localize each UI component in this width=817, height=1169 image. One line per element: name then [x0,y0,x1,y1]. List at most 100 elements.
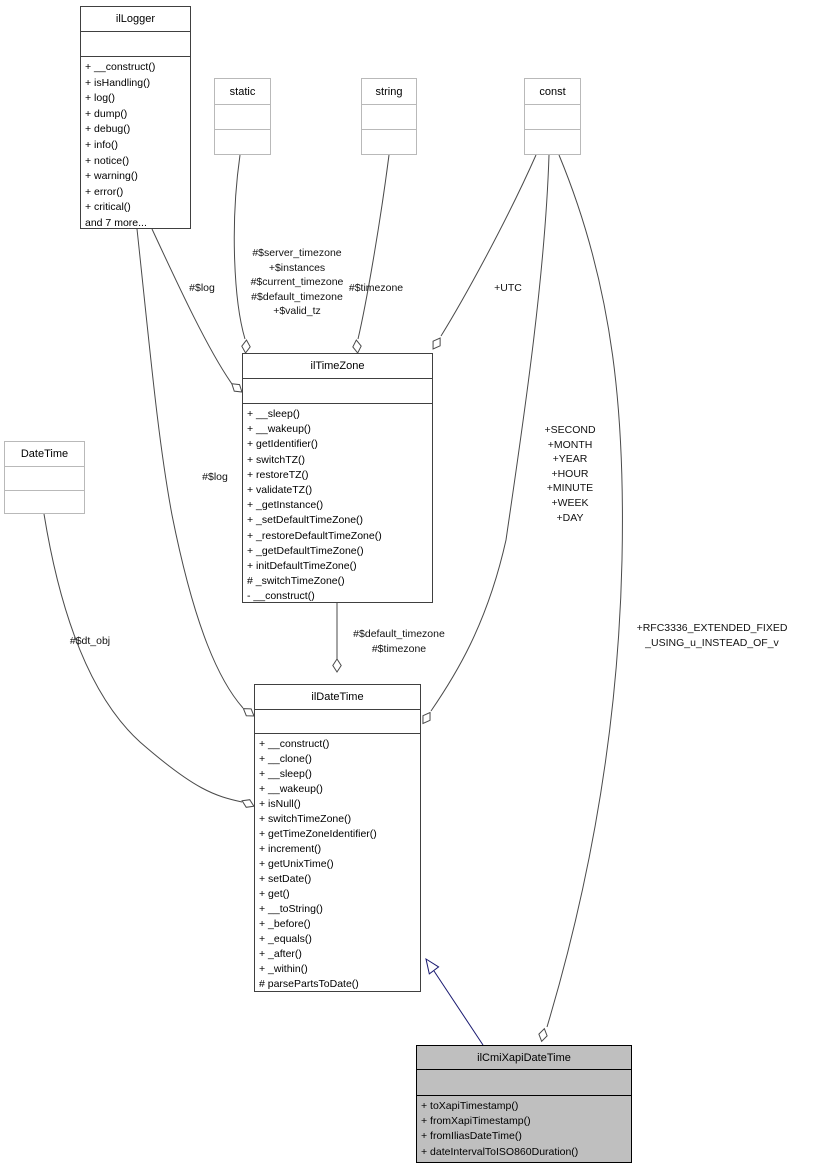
method-item: + __construct() [85,61,156,73]
class-box-string[interactable]: string [361,78,417,155]
class-title-illogger[interactable]: ilLogger [81,7,190,32]
aggregation-diamond [538,1027,548,1043]
method-item: + increment() [259,843,322,855]
inheritance-arrowhead [425,957,440,975]
method-item: + info() [85,138,118,151]
class-attrs-illogger [81,32,190,57]
method-item: + __wakeup() [259,783,323,795]
method-item: + _after() [259,948,302,960]
method-item: and 7 more... [85,216,147,228]
class-box-ilcmixapidatetime[interactable]: ilCmiXapiDateTime + toXapiTimestamp() + f… [416,1045,632,1163]
class-title-datetime: DateTime [5,442,84,467]
method-item: + getUnixTime() [259,858,334,870]
edge-label-line: +RFC3336_EXTENDED_FIXED [636,622,788,634]
class-methods-ilcmixapidatetime: + toXapiTimestamp() + fromXapiTimestamp()… [417,1096,631,1162]
edge-inheritance-ilcmixapidatetime-ildatetime [433,970,484,1046]
method-item: + warning() [85,170,138,183]
method-item: + validateTZ() [247,484,313,497]
edge-illogger-ildatetime [136,228,244,709]
class-attrs-ildatetime [255,710,420,734]
method-item: + fromXapiTimestamp() [421,1115,531,1128]
method-item: + _setDefaultTimeZone() [247,514,364,527]
edge-label-const-iltimezone: +UTC [494,282,522,294]
method-item: + debug() [85,123,131,136]
method-item: + restoreTZ() [247,468,309,481]
method-item: + _restoreDefaultTimeZone() [247,529,382,542]
class-attrs-string [362,105,416,130]
edge-label-iltimezone-ildatetime: #$default_timezone#$timezone [353,627,445,656]
edge-label-const-ildatetime: +SECOND+MONTH+YEAR+HOUR+MINUTE+WEEK+DAY [544,423,595,525]
method-item: + switchTZ() [247,453,306,466]
edge-string-iltimezone [357,154,390,340]
class-title-static: static [215,79,270,105]
method-item: + getIdentifier() [247,438,318,451]
method-item: + critical() [85,201,131,214]
aggregation-diamond [241,799,255,808]
method-item: + toXapiTimestamp() [421,1100,519,1112]
method-item: + __wakeup() [247,423,311,436]
class-methods-iltimezone: + __sleep() + __wakeup() + getIdentifier()… [243,404,432,602]
edge-label-line: +HOUR [551,467,589,480]
class-title-string: string [362,79,416,105]
edge-label-line: +YEAR [552,453,588,466]
method-item: + __toString() [259,903,323,915]
class-methods-const [525,130,580,154]
class-box-datetime[interactable]: DateTime [4,441,85,514]
class-title-const: const [525,79,580,105]
class-box-illogger[interactable]: ilLogger + __construct()+ isHandling()+ … [80,6,191,229]
method-item: + _getInstance() [247,499,324,512]
edge-const-ilcmixapidatetime [546,154,623,1028]
class-title-iltimezone[interactable]: ilTimeZone [243,354,432,379]
method-item: + getTimeZoneIdentifier() [259,828,377,840]
class-attrs-datetime [5,467,84,491]
class-box-ildatetime[interactable]: ilDateTime + __construct()+ __clone()+ _… [254,684,421,992]
edge-label-illogger-iltimezone: #$log [189,282,215,294]
method-item: + __sleep() [259,768,312,780]
method-item: + get() [259,888,290,900]
method-item: - __construct() [247,590,315,602]
edge-label-line: #$default_timezone [251,290,343,303]
edge-label-line: +$instances [268,261,326,274]
edge-label-datetime-ildatetime: #$dt_obj [69,635,111,647]
method-item: # _switchTimeZone() [247,575,345,588]
method-item: + __construct() [259,738,330,750]
class-attrs-iltimezone [243,379,432,404]
class-methods-illogger: + __construct() + isHandling() + log() + du… [81,57,190,228]
class-box-iltimezone[interactable]: ilTimeZone + __sleep() + __wakeup() + getI… [242,353,433,603]
method-item: + dump() [85,107,128,120]
method-item: + isHandling() [85,76,151,89]
class-methods-datetime [5,491,84,514]
edge-label-line: _USING_u_INSTEAD_OF_v [645,636,779,649]
edge-label-illogger-ildatetime: #$log [202,471,228,483]
class-methods-ildatetime: + __construct() + __clone() + __sleep() + _… [255,734,420,991]
method-item: + _within() [259,963,308,975]
edge-label-const-ilcmixapidatetime: +RFC3336_EXTENDED_FIXED _USING_u_INSTEAD_… [637,621,788,650]
method-item: + switchTimeZone() [259,813,352,825]
method-item: + setDate() [259,873,312,885]
edge-label-line: +MONTH [547,438,593,451]
edge-const-iltimezone [440,154,537,337]
method-item: # parsePartsToDate() [259,978,359,990]
class-attrs-static [215,105,270,130]
edge-label-line: #$timezone [371,642,427,655]
edge-label-line: +$valid_tz [273,305,321,318]
class-title-ilcmixapidatetime: ilCmiXapiDateTime [417,1046,631,1070]
class-box-static[interactable]: static [214,78,271,155]
class-attrs-const [525,105,580,130]
method-item: + __sleep() [247,408,300,420]
method-item: + __clone() [259,753,312,765]
method-item: + isNull() [259,798,301,810]
class-methods-static [215,130,270,154]
aggregation-diamond [352,339,362,354]
class-box-const[interactable]: const [524,78,581,155]
edge-label-line: +DAY [556,511,584,524]
aggregation-diamond [231,383,243,393]
class-attrs-ilcmixapidatetime [417,1070,631,1096]
method-item: + dateIntervalToISO860Duration() [421,1145,579,1158]
method-item: + log() [85,92,116,105]
method-item: + _equals() [259,933,312,945]
class-title-ildatetime[interactable]: ilDateTime [255,685,420,710]
aggregation-diamond [241,339,251,354]
method-item: + _before() [259,918,311,930]
